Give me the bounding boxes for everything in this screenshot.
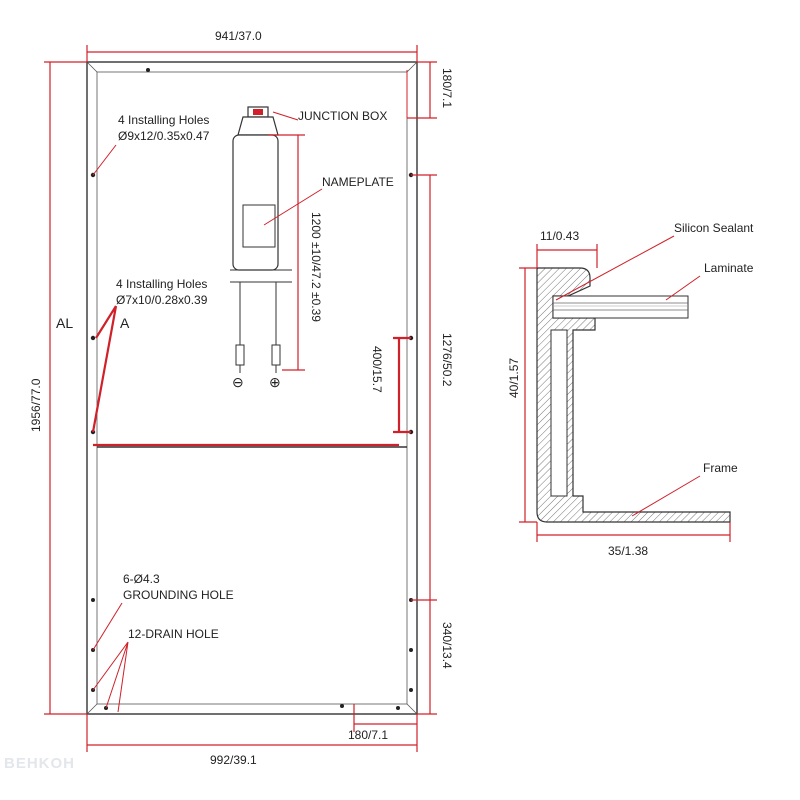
section-height-dimension: [519, 267, 537, 523]
grounding-count-label: 6-Ø4.3: [123, 572, 160, 586]
section-height-label: 40/1.57: [507, 358, 521, 398]
junction-box-leader: [272, 111, 299, 121]
bottom-offset-dimension: [417, 600, 437, 715]
minus-terminal-icon: ⊖: [232, 374, 244, 390]
junction-box-label: JUNCTION BOX: [298, 109, 387, 123]
frame-label: Frame: [703, 461, 738, 475]
nameplate-label: NAMEPLATE: [322, 175, 394, 189]
silicon-sealant-label: Silicon Sealant: [674, 221, 754, 235]
junction-box: [237, 106, 279, 136]
section-width-top-dimension: [536, 244, 598, 268]
top-offset-dimension: [406, 61, 437, 119]
drain-offset-label: 180/7.1: [348, 728, 388, 742]
frame-leader: [631, 475, 701, 517]
install-holes-top-title: 4 Installing Holes: [118, 113, 209, 127]
mount-spacing-dimension: [411, 174, 437, 601]
install-holes-top-leader: [92, 144, 117, 176]
section-marker-label: 400/15.7: [370, 346, 384, 393]
grounding-hole-label: GROUNDING HOLE: [123, 588, 234, 602]
section-label-left: AL: [56, 315, 73, 331]
nameplate-box: [242, 204, 276, 248]
frame-cross-section: [536, 267, 731, 523]
laminate-leader: [665, 275, 701, 301]
grounding-leader: [92, 602, 123, 651]
install-holes-mid-leader: [91, 305, 118, 433]
section-width-top-label: 11/0.43: [540, 229, 579, 243]
mount-spacing-label: 1276/50.2: [440, 333, 454, 387]
cable-length-label: 1200 ±10/47.2 ±0.39: [309, 212, 323, 322]
top-width-label: 941/37.0: [215, 29, 262, 43]
drain-offset-dimension: [353, 704, 417, 732]
nameplate-cable-body: [230, 134, 292, 373]
nameplate-leader: [263, 188, 323, 226]
section-width-bottom-dimension: [536, 522, 731, 542]
plus-terminal-icon: ⊕: [269, 374, 281, 390]
section-marker-dimension: [393, 336, 411, 434]
drain-hole-leader: [92, 641, 129, 713]
watermark-logo: BEHKOH: [4, 755, 75, 772]
total-height-dimension: [44, 61, 87, 715]
bottom-width-dimension: [86, 714, 418, 752]
panel-frame: [86, 61, 418, 715]
install-holes-top-spec: Ø9x12/0.35x0.47: [118, 129, 210, 143]
top-width-dimension: [86, 45, 418, 62]
bottom-width-label: 992/39.1: [210, 753, 257, 767]
section-width-bottom-label: 35/1.38: [608, 544, 648, 558]
section-label-right: A: [120, 315, 130, 331]
silicon-sealant-leader: [555, 235, 675, 301]
drain-hole-label: 12-DRAIN HOLE: [128, 627, 219, 641]
cable-length-dimension: [268, 134, 305, 371]
top-offset-label: 180/7.1: [440, 68, 454, 108]
total-height-label: 1956/77.0: [29, 378, 43, 432]
laminate-label: Laminate: [704, 261, 754, 275]
install-holes-mid-spec: Ø7x10/0.28x0.39: [116, 293, 208, 307]
bottom-offset-label: 340/13.4: [440, 622, 454, 669]
install-holes-mid-title: 4 Installing Holes: [116, 277, 207, 291]
